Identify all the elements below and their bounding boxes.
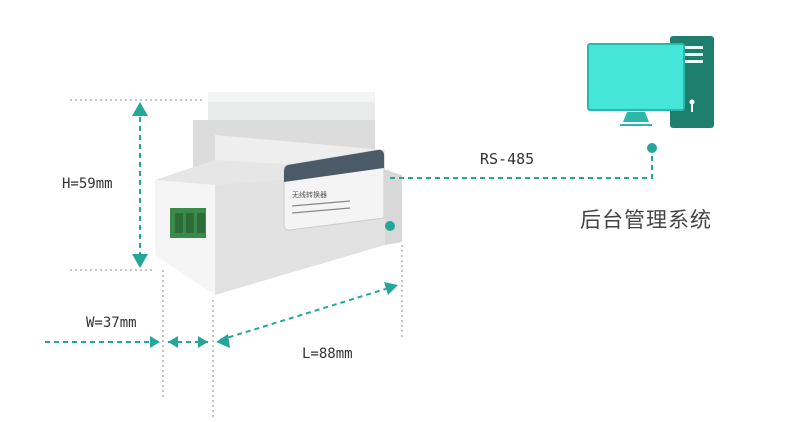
device-label-plate: 无线转换器 [283, 149, 385, 231]
height-label: H=59mm [62, 176, 113, 192]
length-arrow [219, 286, 393, 341]
din-rail-device: 无线转换器 [155, 92, 402, 295]
computer-icon [587, 36, 714, 128]
dimension-arrows [45, 108, 653, 343]
width-label: W=37mm [86, 315, 137, 331]
device-label-title: 无线转换器 [292, 190, 327, 199]
extension-lines [70, 99, 403, 420]
device-port-dot [385, 221, 395, 231]
rs485-connection-line [390, 150, 653, 179]
computer-port-dot [647, 143, 657, 153]
rs485-label: RS-485 [480, 150, 535, 168]
length-label: L=88mm [302, 346, 353, 362]
arrow-heads [132, 102, 657, 348]
management-system-label: 后台管理系统 [580, 208, 712, 232]
